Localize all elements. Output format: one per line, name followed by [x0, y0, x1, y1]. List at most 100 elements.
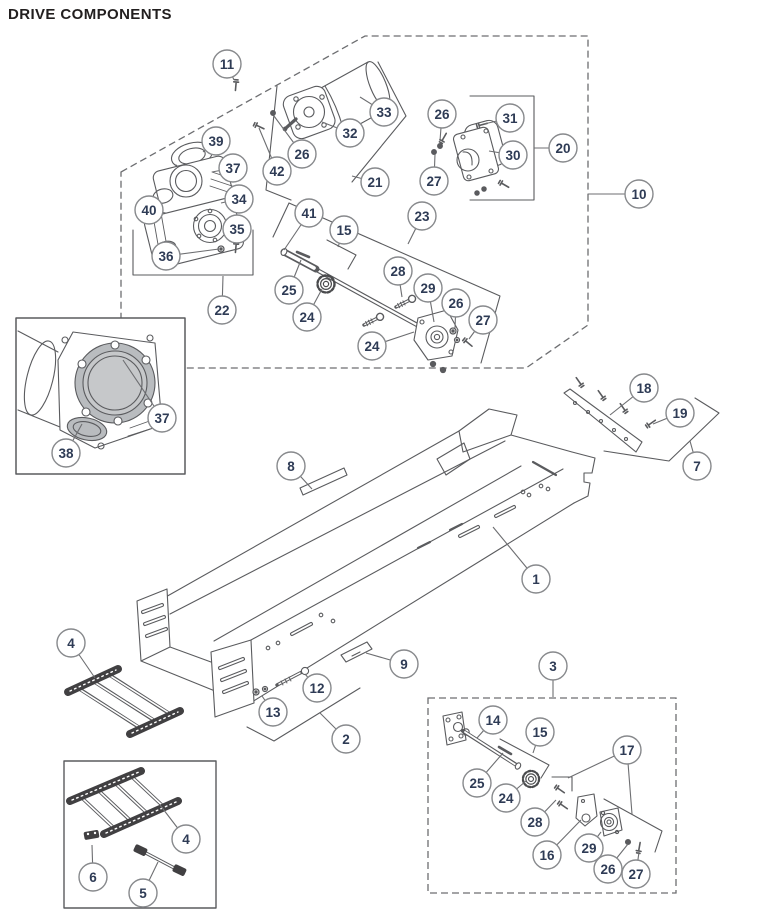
callout-36: 36: [151, 241, 220, 271]
svg-text:30: 30: [505, 148, 520, 163]
drive-shaft-artwork: [272, 202, 501, 374]
idler-bracket-17a: [551, 776, 573, 792]
diagram-artwork: [15, 61, 720, 909]
svg-text:11: 11: [220, 57, 235, 72]
idler-group-dashed-box: [427, 697, 677, 894]
callout-22: 22: [207, 275, 237, 325]
callout-40: 40: [134, 195, 167, 225]
callout-12: 12: [302, 673, 332, 703]
callout-26: 26: [427, 99, 457, 142]
callout-21: 21: [351, 167, 390, 197]
callout-1: 1: [492, 526, 551, 594]
idler-kit-artwork: [442, 711, 663, 855]
callout-37: 37: [122, 359, 177, 433]
callout-17: 17: [567, 735, 642, 815]
svg-text:29: 29: [420, 281, 435, 296]
svg-text:19: 19: [672, 406, 687, 421]
callout-2: 2: [319, 712, 361, 754]
callout-39: 39: [201, 126, 231, 156]
callout-27: 27: [468, 305, 498, 340]
callout-24: 24: [357, 331, 415, 361]
callout-6: 6: [78, 844, 108, 892]
svg-text:22: 22: [214, 303, 229, 318]
svg-text:26: 26: [448, 296, 464, 311]
svg-text:38: 38: [58, 446, 74, 461]
svg-text:35: 35: [229, 222, 245, 237]
svg-text:27: 27: [426, 174, 441, 189]
callout-32: 32: [321, 118, 365, 148]
callout-16: 16: [532, 819, 582, 870]
shaft-bracket-15: [326, 239, 357, 270]
callout-29: 29: [574, 831, 604, 863]
callout-27: 27: [621, 851, 651, 889]
svg-text:39: 39: [208, 134, 223, 149]
sprocket-glyph-24: [316, 274, 336, 294]
svg-text:16: 16: [539, 848, 555, 863]
callout-25: 25: [462, 752, 504, 798]
svg-text:27: 27: [475, 313, 490, 328]
svg-text:17: 17: [619, 743, 634, 758]
svg-text:2: 2: [342, 732, 350, 747]
svg-text:13: 13: [265, 705, 281, 720]
svg-text:10: 10: [631, 187, 646, 202]
svg-text:6: 6: [89, 870, 97, 885]
idler-bracket-15: [499, 738, 550, 779]
gearbox-inset-artwork: [15, 317, 186, 475]
callout-35: 35: [222, 214, 252, 244]
callout-25: 25: [274, 259, 304, 305]
svg-text:31: 31: [502, 111, 518, 126]
frame-hardware-artwork: [246, 666, 361, 742]
svg-text:21: 21: [367, 175, 383, 190]
callout-15: 15: [329, 215, 359, 248]
screw-glyph-26: [270, 110, 276, 116]
callout-26: 26: [593, 843, 629, 884]
callout-29: 29: [413, 273, 443, 323]
callout-28: 28: [383, 256, 413, 298]
callout-28: 28: [520, 799, 557, 837]
svg-text:24: 24: [299, 310, 315, 325]
svg-text:14: 14: [485, 713, 501, 728]
svg-text:12: 12: [309, 681, 324, 696]
callout-19: 19: [652, 398, 695, 428]
bolt-glyph-42: [252, 121, 266, 132]
callout-14: 14: [476, 705, 508, 739]
bracket-2: [246, 687, 361, 742]
callout-38: 38: [51, 423, 83, 468]
callout-8: 8: [276, 451, 313, 490]
gearbox-bracket-22: [132, 229, 254, 276]
svg-text:1: 1: [532, 572, 540, 587]
svg-text:7: 7: [693, 459, 701, 474]
callout-26: 26: [441, 288, 471, 329]
callout-34: 34: [220, 184, 254, 214]
screw-glyph-27a: [461, 336, 475, 349]
svg-text:25: 25: [281, 283, 297, 298]
svg-text:32: 32: [342, 126, 357, 141]
callout-7: 7: [682, 440, 712, 481]
bolt-glyph-24b: [360, 310, 387, 330]
pin-glyph-25: [295, 250, 311, 259]
svg-text:29: 29: [581, 841, 596, 856]
callout-33: 33: [359, 96, 399, 127]
svg-text:26: 26: [600, 862, 616, 877]
svg-text:24: 24: [498, 791, 514, 806]
callout-18: 18: [609, 373, 659, 416]
screw-glyph-27c: [635, 841, 644, 855]
callout-13: 13: [258, 695, 288, 727]
svg-text:4: 4: [182, 832, 190, 847]
callout-10: 10: [588, 179, 654, 209]
svg-text:28: 28: [527, 815, 543, 830]
svg-text:40: 40: [141, 203, 156, 218]
bolt-glyph-28: [392, 292, 419, 312]
svg-text:26: 26: [294, 147, 310, 162]
cover-plate-artwork: [563, 375, 720, 462]
callout-41: 41: [283, 198, 324, 251]
callout-3: 3: [538, 651, 568, 697]
svg-text:18: 18: [636, 381, 652, 396]
callout-26: 26: [273, 115, 317, 169]
frame-artwork: [136, 408, 596, 718]
callout-20: 20: [534, 133, 578, 163]
svg-text:37: 37: [154, 411, 169, 426]
bracket-7: [603, 397, 720, 462]
